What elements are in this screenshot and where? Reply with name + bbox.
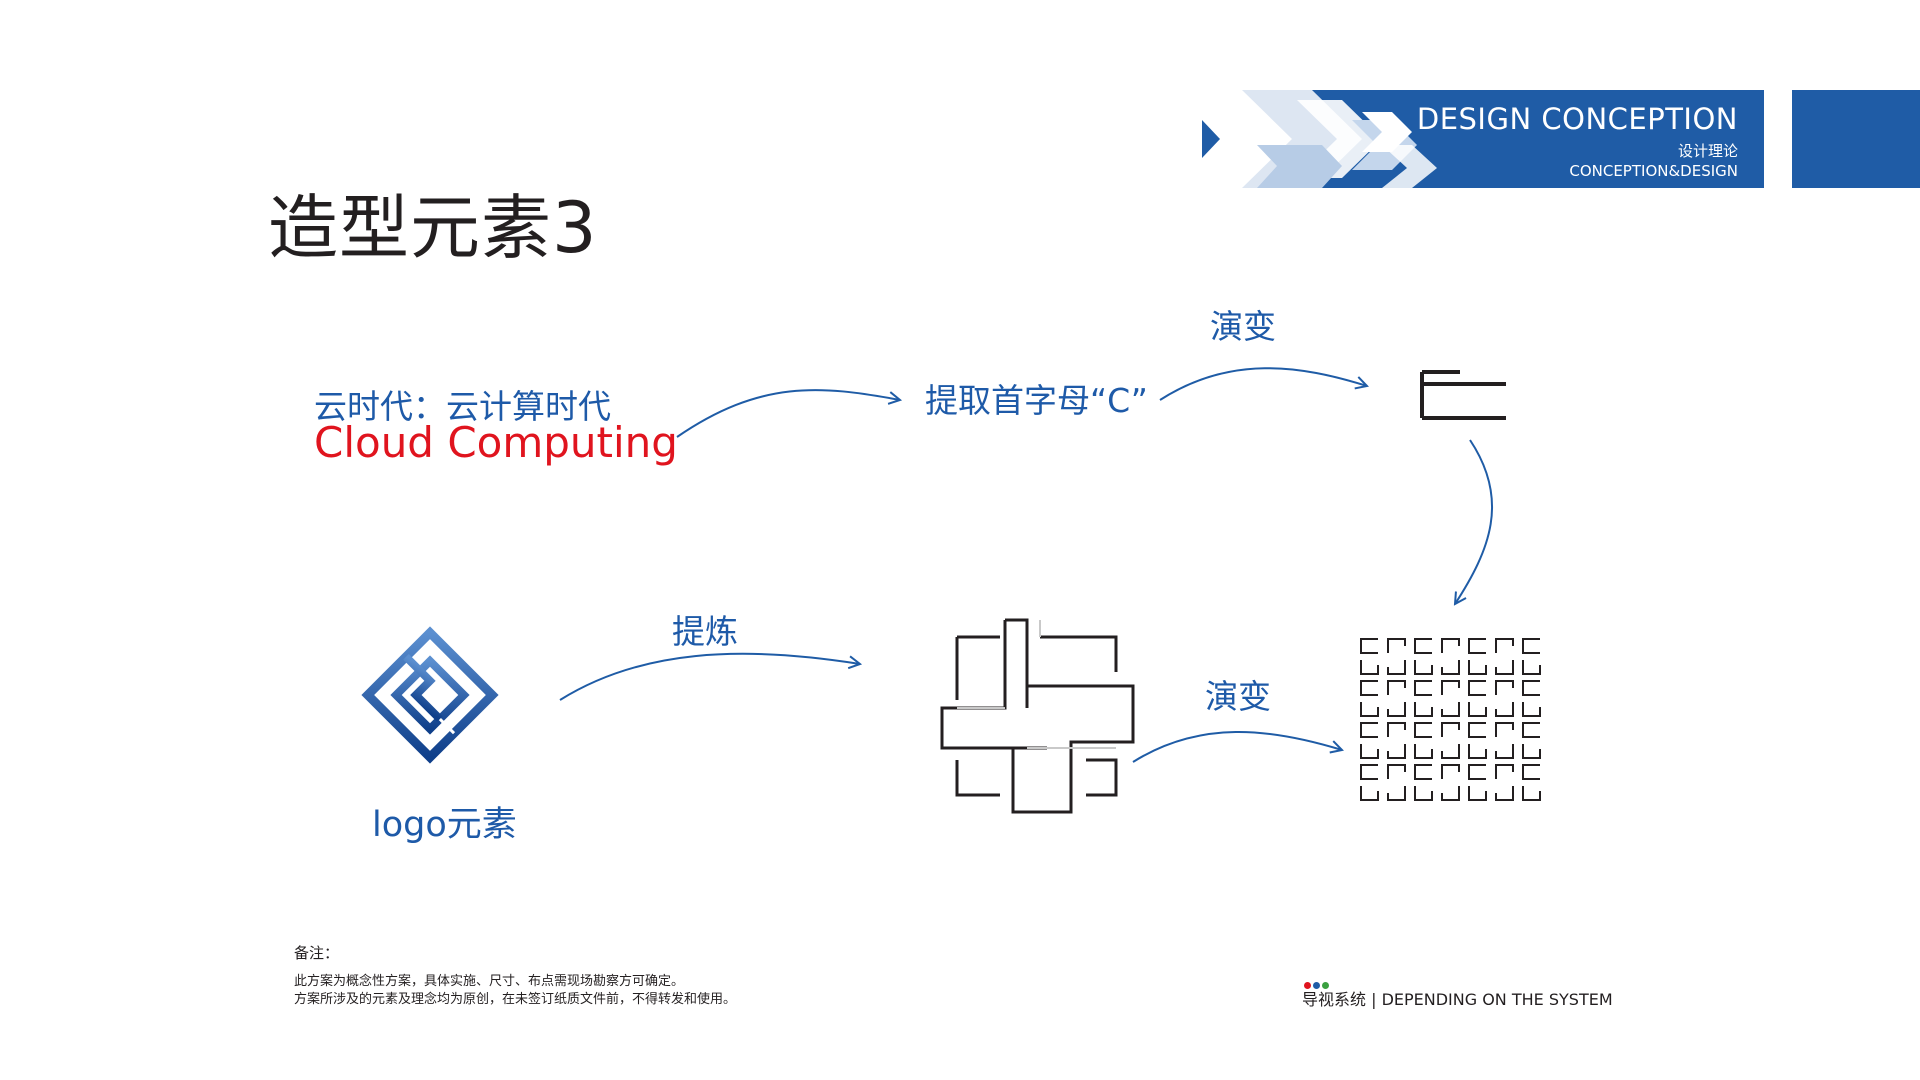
maze-segment (1387, 786, 1406, 801)
evolve-label-top: 演变 (1210, 307, 1276, 346)
maze-segment (1522, 744, 1541, 759)
header-banner: DESIGN CONCEPTION 设计理论 CONCEPTION&DESIGN (1202, 90, 1764, 188)
maze-segment (1360, 638, 1378, 654)
maze-segment (1414, 764, 1432, 780)
maze-segment (1468, 680, 1486, 696)
c-corner-shape (1420, 382, 1506, 420)
maze-segment (1414, 702, 1433, 717)
maze-segment (1414, 638, 1432, 654)
footer-dots (1304, 974, 1331, 993)
maze-segment (1360, 722, 1378, 738)
maze-segment (1522, 680, 1540, 696)
notes-heading: 备注： (294, 944, 340, 962)
maze-segment (1468, 638, 1486, 654)
header-subtitle-cn: 设计理论 (1677, 142, 1738, 160)
maze-segment (1414, 680, 1432, 696)
footer-dot-blue (1313, 982, 1320, 989)
maze-segment (1414, 660, 1433, 675)
maze-segment (1522, 638, 1540, 654)
arrow-cloud-to-c (676, 389, 900, 438)
logo-emblem-icon (361, 626, 499, 764)
footer-dot-green (1322, 982, 1329, 989)
maze-segment (1441, 660, 1460, 675)
header-title: DESIGN CONCEPTION (1416, 102, 1738, 136)
maze-segment (1495, 744, 1514, 759)
page-title: 造型元素3 (268, 187, 598, 269)
maze-segment (1495, 660, 1514, 675)
maze-segment (1495, 722, 1514, 737)
maze-segment (1387, 722, 1406, 737)
maze-segment (1414, 744, 1433, 759)
maze-segment (1495, 638, 1514, 653)
maze-segment (1522, 786, 1541, 801)
maze-segment (1468, 722, 1486, 738)
maze-segment (1441, 744, 1460, 759)
maze-segment (1387, 680, 1406, 695)
cross-shape (940, 618, 1135, 814)
maze-pattern (1360, 638, 1541, 801)
maze-segment (1387, 702, 1406, 717)
maze-segment (1387, 660, 1406, 675)
logo-element-label: logo元素 (372, 805, 517, 845)
maze-segment (1360, 680, 1378, 696)
maze-segment (1387, 764, 1406, 779)
maze-segment (1468, 702, 1487, 717)
maze-segment (1360, 786, 1379, 801)
maze-segment (1360, 744, 1379, 759)
maze-segment (1468, 786, 1487, 801)
header-side-block (1792, 90, 1920, 188)
arrow-logo-to-cross (559, 652, 860, 701)
footer-dot-red (1304, 982, 1311, 989)
maze-segment (1387, 744, 1406, 759)
maze-segment (1522, 764, 1540, 780)
maze-segment (1522, 702, 1541, 717)
maze-segment (1360, 764, 1378, 780)
chevron-decoration-icon (1202, 90, 1764, 188)
cloud-computing-label: Cloud Computing (314, 418, 678, 467)
maze-segment (1495, 680, 1514, 695)
maze-segment (1468, 744, 1487, 759)
header-subtitle-en: CONCEPTION&DESIGN (1569, 162, 1738, 180)
maze-segment (1522, 660, 1541, 675)
maze-segment (1468, 660, 1487, 675)
maze-segment (1441, 638, 1460, 653)
arrow-cross-to-pattern (1132, 731, 1342, 763)
maze-segment (1414, 786, 1433, 801)
maze-segment (1495, 702, 1514, 717)
refine-label: 提炼 (672, 612, 738, 651)
maze-segment (1495, 764, 1514, 779)
maze-segment (1360, 702, 1379, 717)
notes-line-1: 此方案为概念性方案，具体实施、尺寸、布点需现场勘察方可确定。 (294, 974, 685, 989)
maze-segment (1441, 786, 1460, 801)
maze-segment (1441, 680, 1460, 695)
maze-segment (1441, 702, 1460, 717)
arrow-c-to-shape (1159, 367, 1367, 401)
footer-text: 导视系统 | DEPENDING ON THE SYSTEM (1302, 990, 1613, 1009)
maze-segment (1360, 660, 1379, 675)
arrow-shape-to-pattern (1455, 439, 1493, 604)
maze-segment (1387, 638, 1406, 653)
maze-segment (1414, 722, 1432, 738)
maze-segment (1522, 722, 1540, 738)
evolve-label-bottom: 演变 (1205, 677, 1271, 716)
maze-segment (1441, 722, 1460, 737)
notes-line-2: 方案所涉及的元素及理念均为原创，在未签订纸质文件前，不得转发和使用。 (294, 992, 737, 1007)
maze-segment (1468, 764, 1486, 780)
cloud-era-label: 云时代：云计算时代 (314, 387, 611, 426)
maze-segment (1441, 764, 1460, 779)
extract-c-label: 提取首字母“C” (925, 381, 1148, 420)
maze-segment (1495, 786, 1514, 801)
